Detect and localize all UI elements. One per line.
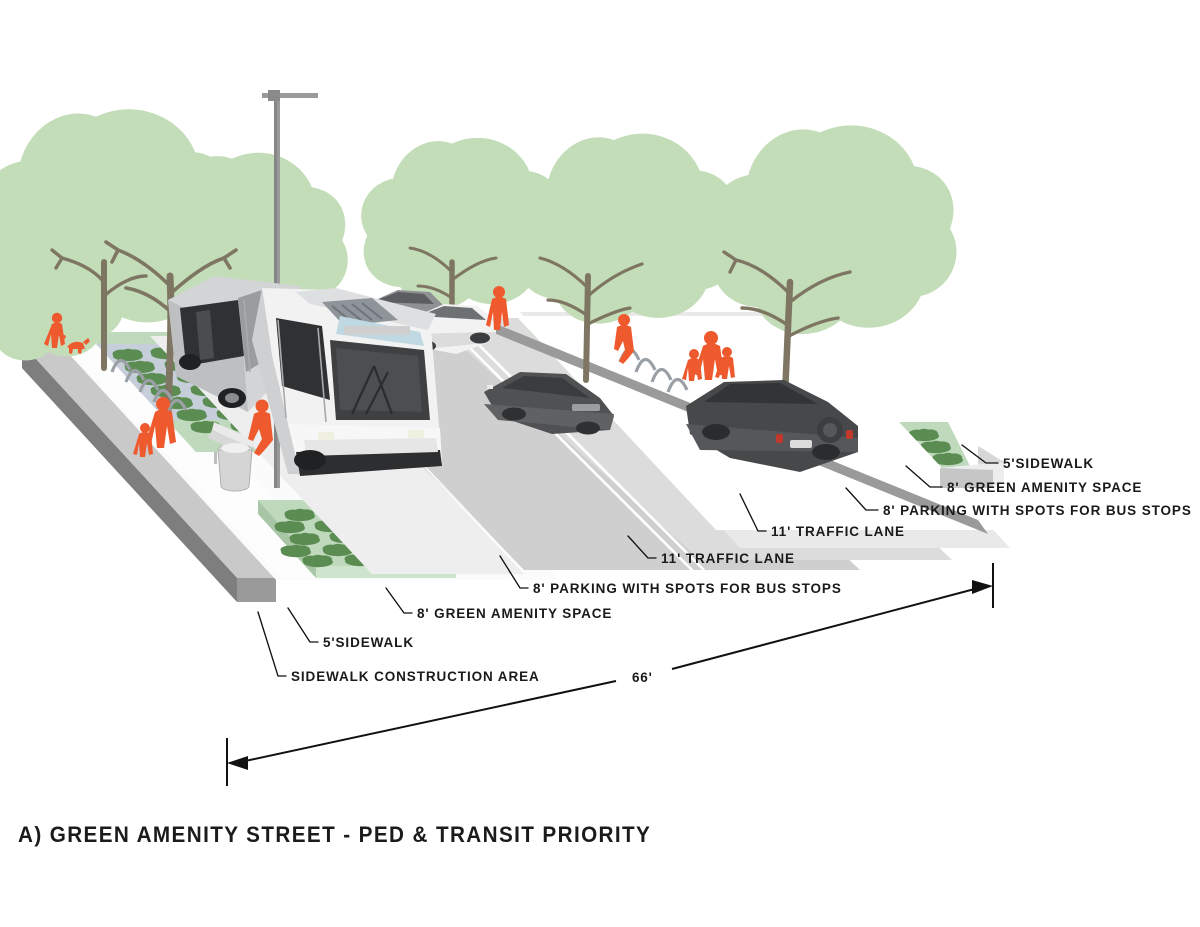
people-group xyxy=(44,286,735,457)
trash-bin xyxy=(217,443,253,492)
person-adult-2 xyxy=(694,331,724,380)
near-outer-curb xyxy=(22,344,276,578)
label-green-amenity-near: 8' GREEN AMENITY SPACE xyxy=(417,606,612,621)
articulated-transit-bus xyxy=(168,276,442,476)
dimension-66-label: 66' xyxy=(632,670,653,685)
figure-caption: A) GREEN AMENITY STREET - PED & TRANSIT … xyxy=(18,822,652,847)
person-walker-far-2 xyxy=(614,314,634,364)
suv-dark xyxy=(686,380,858,472)
dog xyxy=(67,338,90,354)
lane-centerline xyxy=(451,327,705,573)
person-child-1 xyxy=(133,423,153,457)
label-traffic-lane-1: 11' TRAFFIC LANE xyxy=(661,551,795,566)
label-5-sidewalk-right: 5'SIDEWALK xyxy=(1003,456,1094,471)
person-adult-1 xyxy=(146,397,176,448)
label-green-amenity-right: 8' GREEN AMENITY SPACE xyxy=(947,480,1142,495)
person-child-2 xyxy=(682,349,702,381)
overall-dimension: 66' xyxy=(226,563,994,786)
label-traffic-lane-2: 11' TRAFFIC LANE xyxy=(771,524,905,539)
label-parking-right: 8' PARKING WITH SPOTS FOR BUS STOPS xyxy=(883,503,1192,518)
label-parking-near: 8' PARKING WITH SPOTS FOR BUS STOPS xyxy=(533,581,842,596)
callouts-right: 5'SIDEWALK 8' GREEN AMENITY SPACE 8' PAR… xyxy=(257,444,1192,684)
person-dog-walker xyxy=(44,312,66,348)
bike-rack-left xyxy=(110,358,188,413)
label-5-sidewalk-near: 5'SIDEWALK xyxy=(323,635,414,650)
person-walker-far-1 xyxy=(486,286,509,330)
person-walker-1 xyxy=(248,399,273,456)
sedan-dark xyxy=(484,372,614,435)
person-child-3 xyxy=(715,347,735,379)
label-sidewalk-construction: SIDEWALK CONSTRUCTION AREA xyxy=(291,669,540,684)
